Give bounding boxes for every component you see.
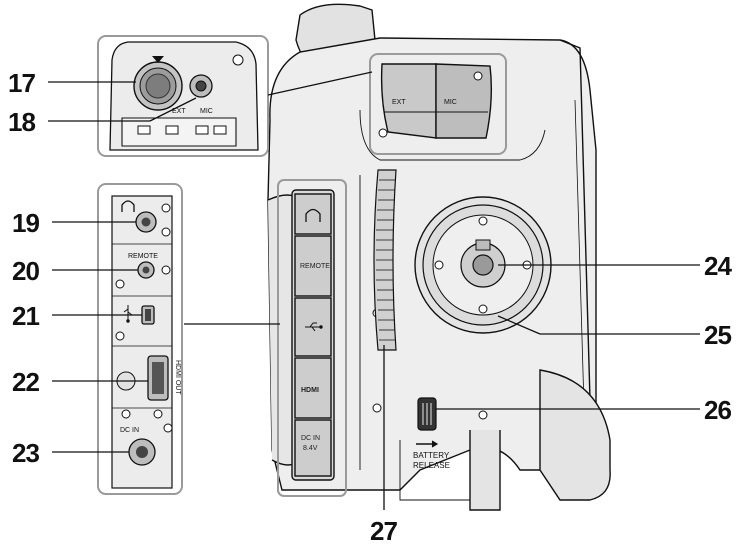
side-dcin-voltage: 8.4V (303, 445, 318, 452)
side-terminal-covers: REMOTE HDMI DC IN 8.4V (291, 189, 335, 481)
inset-ext-label: EXT (172, 108, 186, 115)
inset-side-terminals: REMOTE HDMI OUT DC IN (97, 183, 183, 495)
callout-20: 20 (12, 256, 39, 286)
inset-connector-lines (184, 71, 373, 325)
inset-mic-label: MIC (200, 108, 213, 115)
leader-lines (48, 81, 700, 510)
usb-icon (305, 322, 323, 332)
callout-26: 26 (704, 395, 731, 425)
battery-release-line1: BATTERY (413, 451, 450, 460)
control-dial (373, 169, 397, 351)
inset-remote-label: REMOTE (128, 253, 158, 260)
callout-17: 17 (8, 68, 35, 98)
callout-18: 18 (8, 107, 35, 137)
inset-top-terminals: EXT MIC (97, 35, 269, 157)
cover-mic-label: MIC (444, 99, 457, 106)
side-panel-frame (277, 179, 347, 497)
headphone-icon (305, 208, 321, 222)
callout-22: 22 (12, 367, 39, 397)
battery-release-line2: RELEASE (413, 461, 450, 470)
grip-mount (414, 196, 552, 334)
inset-hdmi-out-label: HDMI OUT (174, 360, 181, 395)
callout-19: 19 (12, 208, 39, 238)
inset-headphone-icon (121, 200, 135, 212)
top-terminal-cover: EXT MIC (380, 63, 493, 139)
side-dcin-label: DC IN (301, 435, 320, 442)
cover-ext-label: EXT (392, 99, 406, 106)
inset-dc-in-label: DC IN (120, 427, 139, 434)
side-remote-label: REMOTE (300, 263, 330, 270)
ext-marker-icon (152, 56, 164, 63)
top-panel-frame (369, 53, 507, 155)
callout-23: 23 (12, 438, 39, 468)
callout-24: 24 (704, 251, 732, 281)
battery-release-switch (416, 397, 439, 448)
side-hdmi-label: HDMI (301, 387, 319, 394)
callout-25: 25 (704, 320, 731, 350)
callout-21: 21 (12, 301, 39, 331)
callout-27: 27 (370, 516, 397, 546)
